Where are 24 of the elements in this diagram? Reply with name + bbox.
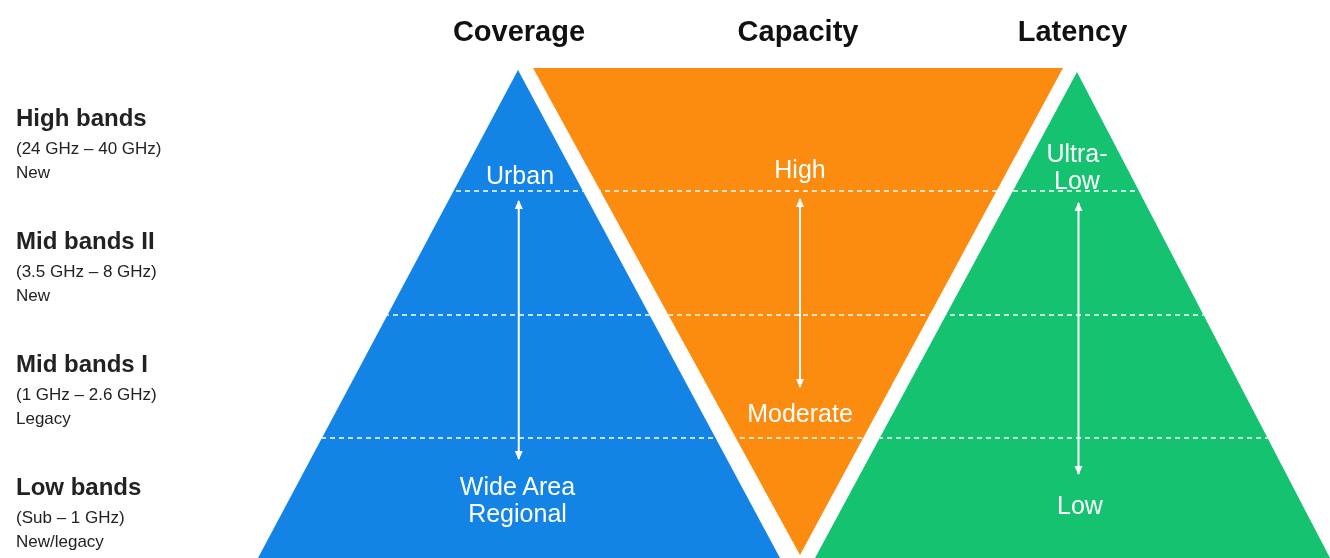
band-name: High bands [16, 104, 147, 132]
level-label: Wide Area Regional [458, 473, 577, 527]
band-status: New/legacy [16, 532, 104, 552]
level-label: Ultra-Low [1045, 140, 1109, 194]
frequency-range: (24 GHz – 40 GHz) [16, 139, 162, 159]
band-status: Legacy [16, 409, 71, 429]
column-heading: Latency [1017, 15, 1128, 48]
band-status: New [16, 163, 50, 183]
frequency-range: (1 GHz – 2.6 GHz) [16, 385, 157, 405]
double-arrow [514, 200, 523, 460]
column-heading: Coverage [452, 15, 586, 48]
level-label: High [774, 155, 826, 183]
band-name: Low bands [16, 473, 142, 501]
frequency-range: (Sub – 1 GHz) [16, 508, 125, 528]
double-arrow [1074, 202, 1083, 475]
level-label: Urban [485, 161, 555, 189]
level-label: Moderate [747, 399, 853, 427]
band-status: New [16, 286, 50, 306]
level-label: Low [1057, 491, 1103, 519]
double-arrow [796, 198, 804, 388]
band-name: Mid bands I [16, 350, 148, 378]
frequency-range: (3.5 GHz – 8 GHz) [16, 262, 157, 282]
column-heading: Capacity [737, 15, 859, 48]
band-name: Mid bands II [16, 227, 155, 255]
